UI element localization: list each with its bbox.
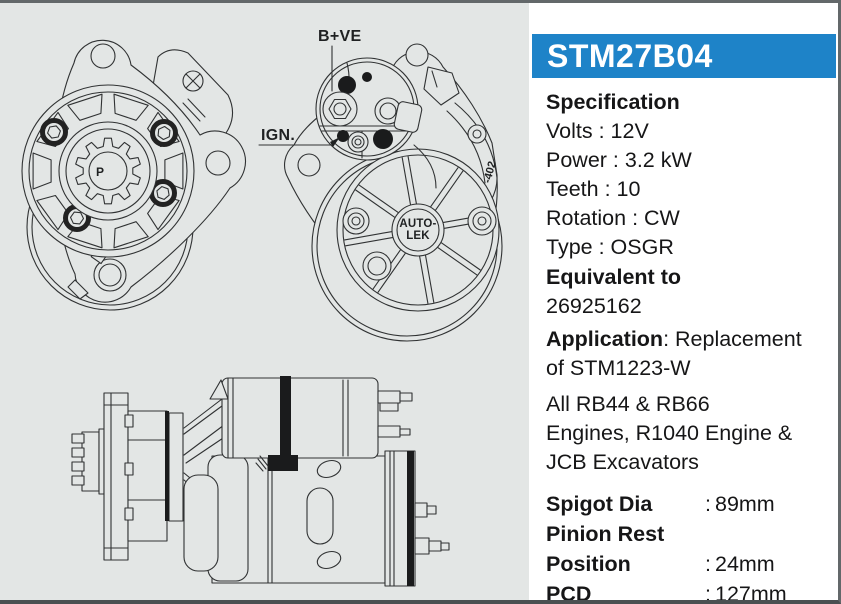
pinion-side <box>81 431 100 492</box>
rear-terminal <box>414 537 430 555</box>
mount-hole <box>297 153 321 177</box>
bplus-terminal <box>322 91 358 127</box>
spec-row-teeth: Teeth : 10 <box>546 177 641 201</box>
equivalent-heading: Equivalent to <box>546 265 681 289</box>
spec-content: Specification Volts : 12V Power : 3.2 kW… <box>529 78 838 600</box>
part-number: STM27B04 <box>547 37 713 74</box>
solenoid <box>221 377 379 459</box>
pinion-gear <box>75 137 141 205</box>
ignition-terminal-label: IGN. <box>261 127 295 144</box>
flange-side <box>103 392 129 561</box>
application-note: All RB44 & RB66 Engines, R1040 Engine & … <box>546 392 793 474</box>
terminal-dot <box>373 129 393 149</box>
application-label: Application <box>546 327 664 351</box>
application-block: Application: Replacement of STM1223-W <box>546 327 802 380</box>
technical-drawing-canvas: P <box>21 28 503 587</box>
leader-arrow <box>330 137 340 147</box>
bplus-terminal-label: B+VE <box>318 28 361 45</box>
dim-row-spigot: Spigot Dia :89mm <box>546 492 775 516</box>
mount-hole <box>405 43 429 67</box>
spec-row-volts: Volts : 12V <box>546 119 649 143</box>
equivalent-number: 26925162 <box>546 294 642 318</box>
solenoid-band <box>280 376 291 458</box>
front-view-drawing: P <box>21 39 246 311</box>
spec-row-power: Power : 3.2 kW <box>546 148 692 172</box>
spec-row-rotation: Rotation : CW <box>546 206 680 230</box>
terminal-dot <box>338 76 356 94</box>
spec-row-type: Type : OSGR <box>546 235 674 259</box>
spec-heading: Specification <box>546 90 680 114</box>
mount-hole <box>90 43 116 69</box>
hex-bolts <box>40 118 178 232</box>
ignition-terminal-dot <box>337 130 349 142</box>
mount-hole <box>205 150 231 176</box>
spec-panel: STM27B04 Specification Volts : 12V Power… <box>529 3 838 600</box>
dim-row-pinion-rest: Pinion Rest Position :24mm <box>546 522 775 576</box>
dimensions-table: Spigot Dia :89mm Pinion Rest Position :2… <box>546 489 834 600</box>
part-number-header: STM27B04 <box>532 34 836 78</box>
solenoid-terminal <box>377 390 401 404</box>
dim-row-pcd: PCD :127mm <box>546 582 787 600</box>
wheel-spokes <box>344 156 492 304</box>
pinion-marker-label: P <box>96 165 104 179</box>
brand-label-line2: LEK <box>406 230 430 242</box>
rear-terminal <box>414 502 428 518</box>
casting-code-label: -402 <box>481 160 498 184</box>
technical-drawings: P <box>0 3 531 600</box>
side-view-drawing <box>71 376 450 587</box>
solenoid-terminal <box>377 425 401 438</box>
terminal-dot <box>362 72 372 82</box>
rear-view-drawing: AUTO- LEK -402 <box>258 28 503 342</box>
brand-label-line1: AUTO- <box>399 218 436 230</box>
